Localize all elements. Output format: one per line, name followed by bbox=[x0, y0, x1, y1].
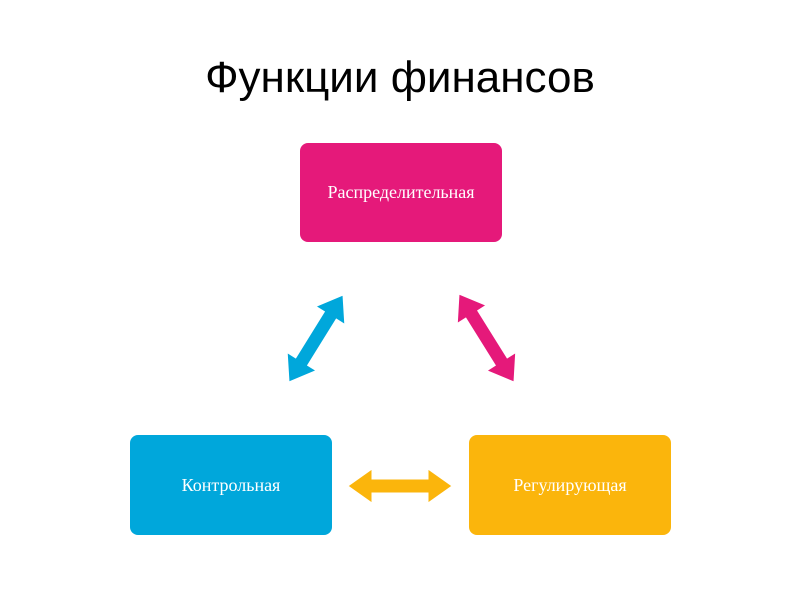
node-regulating: Регулирующая bbox=[469, 435, 671, 535]
arrow-left-right bbox=[347, 468, 453, 504]
slide-title: Функции финансов bbox=[205, 53, 595, 102]
node-control: Контрольная bbox=[130, 435, 332, 535]
arrow-left-top bbox=[286, 294, 346, 383]
node-control-label: Контрольная bbox=[181, 474, 281, 495]
arrow-top-right bbox=[456, 293, 517, 383]
node-distributive-label: Распределительная bbox=[327, 182, 475, 202]
node-distributive: Распределительная bbox=[300, 143, 502, 242]
node-regulating-label: Регулирующая bbox=[513, 474, 627, 495]
